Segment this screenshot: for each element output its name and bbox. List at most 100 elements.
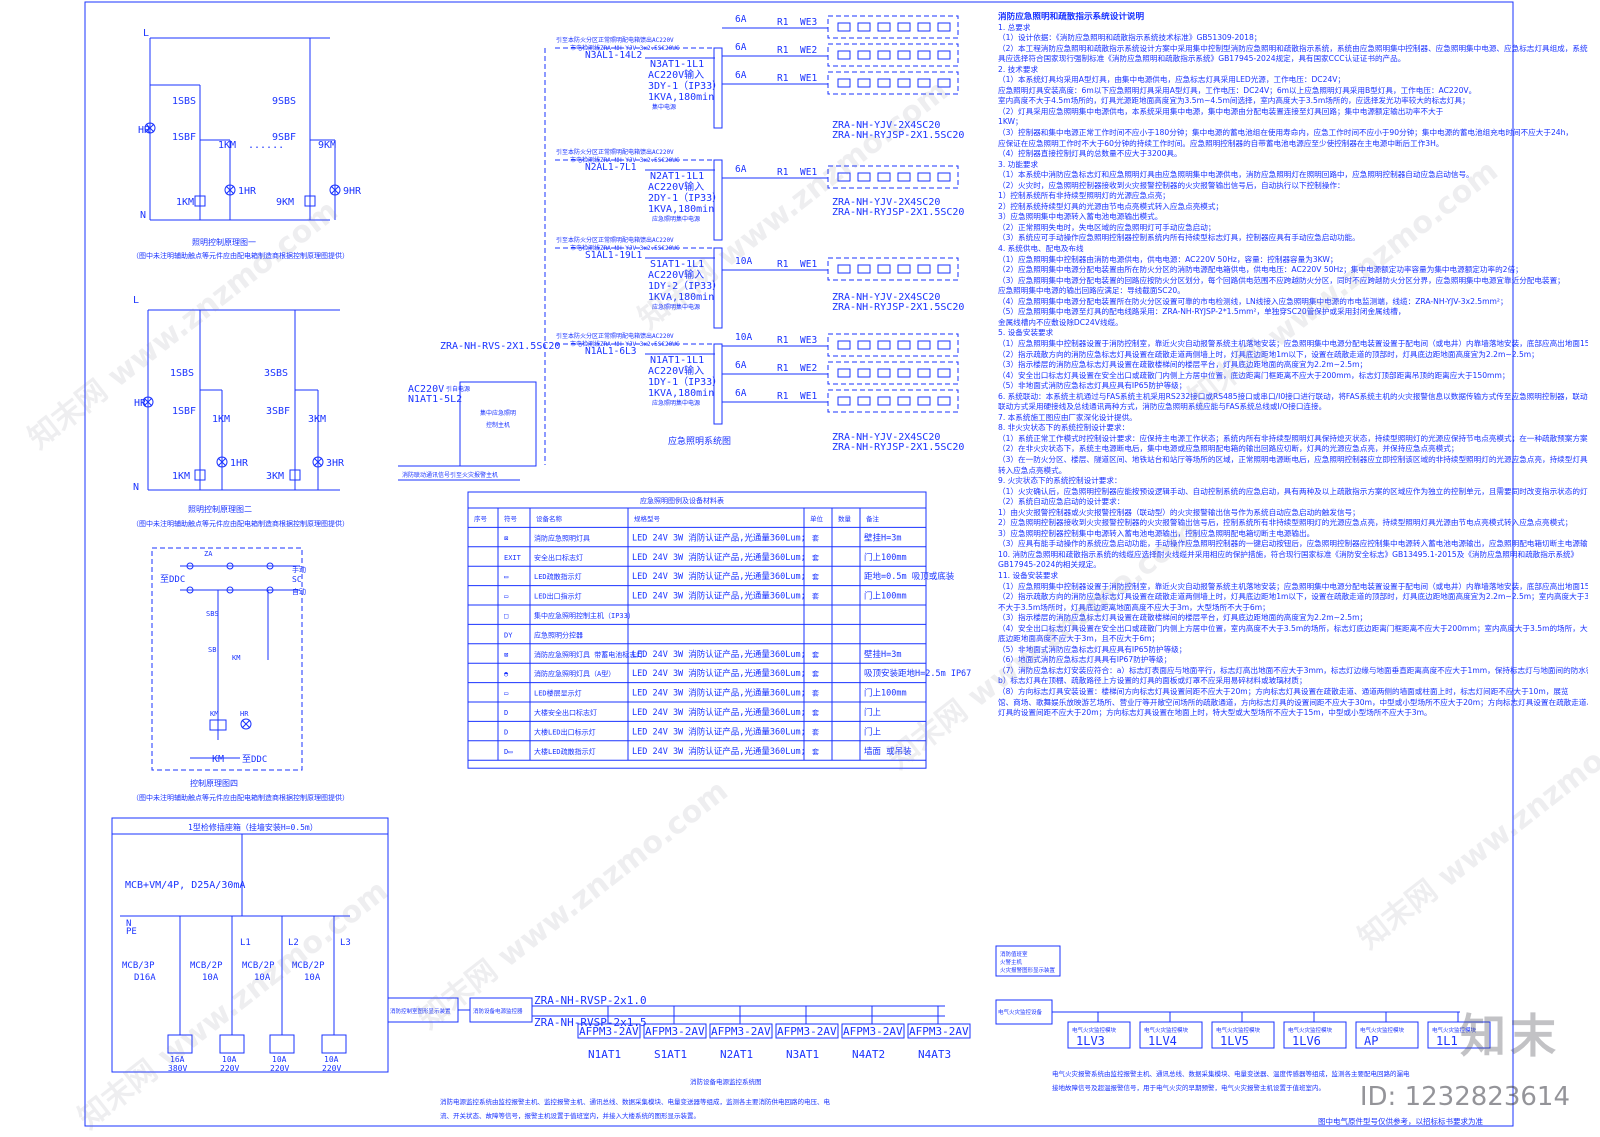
table-name: LED疏散指示灯 (534, 572, 582, 581)
brand-logo: 知末 (1460, 1009, 1560, 1063)
fixture-icon (917, 264, 931, 274)
fire-monitor-label: 1LV6 (1292, 1034, 1321, 1048)
fire-monitor-module (1211, 1021, 1275, 1049)
cable-label: ZRA-NH-YJV-2X4SC20 (832, 432, 940, 443)
fixture-icon (857, 78, 871, 88)
note-line: 联动方式采用硬接线及总线通讯两种方式，消防应急照明系统应能与FAS系统总线或I/… (998, 402, 1327, 412)
feeder-voltage: AC220V输入 (648, 268, 704, 281)
circuit-relay: R1 (777, 17, 789, 28)
table-remark: 门上 (864, 726, 882, 737)
ctrl4-za: ZA (204, 550, 213, 558)
note-line: （1）应急照明集中控制器由消防电源供电，供电电源：AC220V 50Hz，容量：… (998, 254, 1338, 264)
emerg-host2: 控制主机 (486, 421, 510, 429)
table-name: 消防应急照明灯具（A型） (534, 669, 615, 678)
note-line: 5. 设备安装要求 (998, 328, 1054, 338)
ctrl1-hr1: 1HR (238, 186, 257, 197)
circuit-id: WE1 (800, 259, 817, 270)
table-symbol: EXIT (504, 554, 522, 562)
circuit-id: WE1 (800, 167, 817, 178)
socket-icon (269, 1034, 295, 1054)
box1-main: MCB+VM/4P, D25A/30mA (125, 880, 245, 891)
monitor-location: N2AT1 (720, 1048, 753, 1061)
table-remark: 墙面 或吊装 (864, 746, 912, 757)
monitor-module-label: AFPM3-2AV (645, 1025, 705, 1038)
fixture-icon (897, 50, 911, 60)
fixture-icon (877, 172, 891, 182)
ctrl1-L-label: L (143, 28, 149, 39)
box1-n: N (126, 919, 131, 929)
fixture-icon (837, 340, 851, 350)
feeder-voltage: AC220V输入 (648, 180, 704, 193)
table-name: LED出口指示灯 (534, 592, 582, 601)
fixture-icon (937, 172, 951, 182)
ctrl1-hr9: 9HR (343, 186, 362, 197)
ctrl1-k1: 1SBS (172, 96, 196, 107)
ctrl4-km: KM (232, 654, 240, 662)
table-symbol: ▭ (504, 690, 508, 698)
feeder-kva: 1KVA,180min (648, 204, 714, 215)
fixture-icon (897, 396, 911, 406)
box1-title: 1型检修插座箱（挂墙安装H=0.5m） (188, 822, 318, 832)
cable-label: ZRA-NH-RYJSP-2X1.5SC20 (832, 130, 964, 141)
fixture-icon (837, 368, 851, 378)
box1-o4b: 220V (322, 1064, 341, 1073)
emerg-ac-src: 引自电源 (446, 385, 470, 393)
circuit-breaker: 10A (735, 332, 752, 343)
table-spec: LED 24V 3W 消防认证产品,光通量360Lum; (632, 649, 806, 660)
note-line: （3）应具有能手动操作的系统应急启动功能，手动操作应急照明控制器的一键启动按钮后… (998, 539, 1588, 549)
feeder-device: S1AT1-1L1 (650, 259, 704, 270)
monitor-module (907, 1023, 971, 1039)
note-line: 室内高度不大于4.5m场所的，灯具光源距地面高度宜为3.5m~4.5m间选择，室… (998, 96, 1470, 106)
ctrl4-title: 控制原理图四 (190, 778, 238, 788)
table-spec: LED 24V 3W 消防认证产品,光通量360Lum; (632, 668, 806, 679)
table-spec: LED 24V 3W 消防认证产品,光通量360Lum; (632, 726, 806, 737)
ctrl2-k1: 1SBS (170, 368, 194, 379)
ctrl2-N-label: N (133, 482, 139, 493)
table-unit: 套 (812, 533, 819, 542)
ef-desc2: 接地故障信号及超温报警信号，用于电气火灾的早期预警，电气火灾报警主机设置于值班室… (1052, 1083, 1325, 1092)
fixture-icon (937, 340, 951, 350)
note-line: （2）本工程消防应急照明和疏散指示系统设计方案中采用集中控制型消防应急照明和疏散… (998, 43, 1588, 53)
cable-label: ZRA-NH-RYJSP-2X1.5SC20 (832, 302, 964, 313)
feeder-sub: 集中电源 (652, 103, 676, 111)
socket-icon (219, 1034, 245, 1054)
circuit-relay: R1 (777, 167, 789, 178)
fixture-icon (937, 50, 951, 60)
monitor-module (775, 1023, 839, 1039)
fixture-icon (917, 340, 931, 350)
fixture-icon (837, 264, 851, 274)
footer-note: 图中电气原件型号仅供参考，以招标标书要求为准 (1318, 1117, 1483, 1126)
ctrl2-L-label: L (133, 295, 139, 306)
fixture-icon (837, 396, 851, 406)
fixture-icon (877, 368, 891, 378)
table-remark: 门上 (864, 707, 882, 718)
feeder-detect-cable: 市电检测线ZRA-NH-YJV-3x2.5SC20WC (570, 340, 680, 348)
table-symbol: D▭ (504, 748, 512, 756)
note-line: 11. 设备安装要求 (998, 570, 1059, 580)
table-spec: LED 24V 3W 消防认证产品,光通量360Lum; (632, 552, 806, 563)
drawing-frame (84, 1, 1514, 1127)
note-line: （4）控制器直接控制灯具的总数量不应大于3200具。 (998, 149, 1182, 159)
note-line: （4）应急照明集中电源分配电装置所在防火分区设置可靠的市电检测线，LN线接入应急… (998, 296, 1508, 306)
fire-monitor-header: 电气火灾监控模块 (1360, 1026, 1405, 1034)
monitor-location: N1AT1 (588, 1048, 621, 1061)
table-symbol: ▭ (504, 573, 508, 581)
note-line: （5）非地面式消防应急标志灯具应具有IP65防护等级； (998, 381, 1187, 391)
ef-r4: 电气火灾监控设备 (998, 1008, 1043, 1016)
emerg-title: 应急照明系统图 (668, 435, 731, 447)
pm-desc2: 流、开关状态、故障等信号，报警主机设置于值班室内，并接入大楼系统的图形显示装置。 (440, 1111, 700, 1120)
emerg-host1: 集中应急照明 (480, 409, 516, 417)
ctrl4-ddc2: 至DDC (242, 754, 267, 765)
table-unit: 套 (812, 669, 819, 678)
note-line: （2）正常照明失电时，失电区域的应急照明灯可手动应急启动； (998, 222, 1216, 232)
note-line: （3）指示楼层的消防应急标志灯具设置在疏散楼梯间的楼层平台，灯具底边距地面的高度… (998, 360, 1368, 370)
fixture-group (827, 71, 959, 95)
note-line: 1）控制系统所有非持续型照明灯的光源应急点亮； (998, 191, 1170, 201)
note-line: （5）应急照明集中电源至灯具的配电线路采用：ZRA-NH-RYJSP-2*1.5… (998, 307, 1406, 317)
fixture-icon (897, 264, 911, 274)
feeder-sub: 应急照明集中电源 (652, 303, 700, 311)
circuit-id: WE3 (800, 17, 817, 28)
socket-box-diagram: 1型检修插座箱（挂墙安装H=0.5m） MCB+VM/4P, D25A/30mA… (111, 817, 389, 1073)
note-line: b）标志灯具在顶棚、疏散路径上方设置的灯具的面板或灯罩不应采用易碎材料或玻璃材质… (998, 676, 1307, 686)
